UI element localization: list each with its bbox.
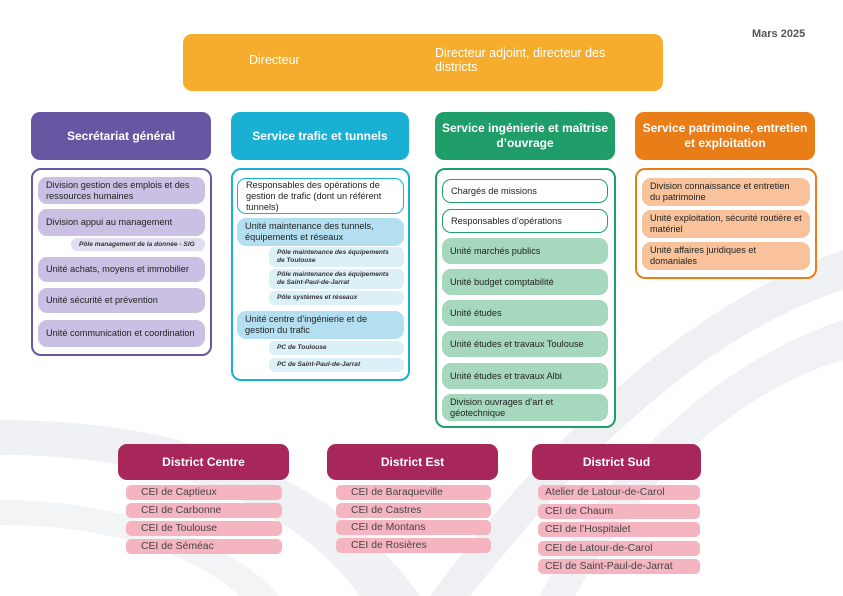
ingenierie-item: Unité études: [442, 300, 608, 326]
ingenierie-item: Unité marchés publics: [442, 238, 608, 264]
trafic-item: Responsables des opérations de gestion d…: [237, 178, 404, 214]
trafic-subitem: Pôle maintenance des équipements de Sain…: [269, 269, 404, 289]
cei-item: CEI de Latour-de-Carol: [538, 541, 700, 556]
director-label: Directeur: [249, 53, 300, 67]
secretariat-subitem: Pôle management de la donnée - SIG: [71, 238, 205, 251]
patrimoine-title: Service patrimoine, entretien et exploit…: [642, 121, 808, 150]
ingenierie-item: Division ouvrages d’art et géotechnique: [442, 394, 608, 421]
secretariat-item: Division gestion des emplois et des ress…: [38, 177, 205, 204]
ingenierie-item: Unité études et travaux Albi: [442, 363, 608, 389]
trafic-header: Service trafic et tunnels: [231, 112, 409, 160]
patrimoine-box: Division connaissance et entretien du pa…: [635, 168, 817, 279]
trafic-subitem: PC de Saint-Paul-de-Jarrat: [269, 358, 404, 372]
secretariat-header: Secrétariat général: [31, 112, 211, 160]
cei-item: CEI de Carbonne: [126, 503, 282, 518]
ingenierie-header: Service ingénierie et maîtrise d’ouvrage: [435, 112, 615, 160]
district-est-header: District Est: [327, 444, 498, 480]
cei-item: Atelier de Latour-de-Carol: [538, 485, 700, 500]
secretariat-item: Unité sécurité et prévention: [38, 288, 205, 313]
cei-item: CEI de Rosières: [336, 538, 491, 553]
secretariat-title: Secrétariat général: [66, 128, 176, 143]
secretariat-item: Unité achats, moyens et immobilier: [38, 257, 205, 282]
cei-item: CEI de Chaum: [538, 504, 700, 519]
deputy-director-label: Directeur adjoint, directeur des distric…: [435, 46, 606, 74]
patrimoine-header: Service patrimoine, entretien et exploit…: [635, 112, 815, 160]
district-sud-title: District Sud: [582, 455, 651, 469]
secretariat-box: Division gestion des emplois et des ress…: [31, 168, 212, 356]
patrimoine-item: Unité exploitation, sécurité routière et…: [642, 210, 810, 238]
trafic-box: Responsables des opérations de gestion d…: [231, 168, 410, 381]
ingenierie-item: Unité études et travaux Toulouse: [442, 331, 608, 357]
cei-item: CEI de Montans: [336, 520, 491, 535]
ingenierie-item: Unité budget comptabilité: [442, 269, 608, 295]
ingenierie-item: Chargés de missions: [442, 179, 608, 203]
trafic-item: Unité centre d’ingénierie et de gestion …: [237, 311, 404, 339]
trafic-title: Service trafic et tunnels: [252, 128, 388, 143]
cei-item: CEI de Saint-Paul-de-Jarrat: [538, 559, 700, 574]
trafic-item: Unité maintenance des tunnels, équipemen…: [237, 218, 404, 246]
ingenierie-title: Service ingénierie et maîtrise d’ouvrage: [441, 121, 609, 150]
cei-item: CEI de Séméac: [126, 539, 282, 554]
district-centre-header: District Centre: [118, 444, 289, 480]
trafic-subitem: Pôle maintenance des équipements de Toul…: [269, 247, 404, 267]
direction-banner: Directeur Directeur adjoint, directeur d…: [183, 34, 663, 91]
district-est-title: District Est: [380, 455, 445, 469]
secretariat-item: Division appui au management: [38, 209, 205, 236]
cei-item: CEI de Baraqueville: [336, 485, 491, 500]
patrimoine-item: Unité affaires juridiques et domaniales: [642, 242, 810, 270]
trafic-subitem: PC de Toulouse: [269, 341, 404, 355]
trafic-subitem: Pôle systèmes et réseaux: [269, 291, 404, 305]
cei-item: CEI de Castres: [336, 503, 491, 518]
ingenierie-item: Responsables d’opérations: [442, 209, 608, 233]
cei-item: CEI de l’Hospitalet: [538, 522, 700, 537]
date-label: Mars 2025: [752, 28, 806, 40]
district-centre-title: District Centre: [162, 455, 245, 469]
district-sud-header: District Sud: [532, 444, 701, 480]
secretariat-item: Unité communication et coordination: [38, 320, 205, 347]
ingenierie-box: Chargés de missions Responsables d’opéra…: [435, 168, 616, 428]
patrimoine-item: Division connaissance et entretien du pa…: [642, 178, 810, 206]
cei-item: CEI de Captieux: [126, 485, 282, 500]
cei-item: CEI de Toulouse: [126, 521, 282, 536]
